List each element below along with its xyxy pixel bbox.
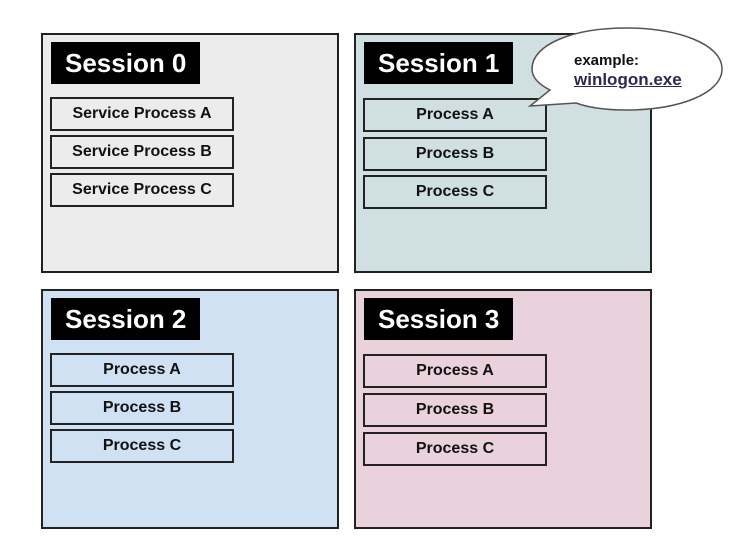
callout-example-label: example:: [574, 52, 640, 69]
session-0-process-c: Service Process C: [50, 173, 234, 207]
session-2-process-b: Process B: [50, 391, 234, 425]
session-0-process-a: Service Process A: [50, 97, 234, 131]
session-1-process-c: Process C: [363, 175, 547, 209]
callout-winlogon-link[interactable]: winlogon.exe: [574, 70, 682, 89]
session-1-process-a: Process A: [363, 98, 547, 132]
session-2-box: Session 2 Process A Process B Process C: [41, 289, 339, 529]
session-1-title: Session 1: [364, 42, 514, 84]
session-2-process-a: Process A: [50, 353, 234, 387]
session-3-process-b: Process B: [363, 393, 547, 427]
session-3-title: Session 3: [364, 298, 514, 340]
session-0-process-b: Service Process B: [50, 135, 234, 169]
session-2-title: Session 2: [51, 298, 201, 340]
speech-bubble-shape: [528, 27, 723, 111]
session-0-box: Session 0 Service Process A Service Proc…: [41, 33, 339, 273]
speech-bubble-callout: example: winlogon.exe: [528, 26, 724, 112]
session-2-process-c: Process C: [50, 429, 234, 463]
session-3-process-c: Process C: [363, 432, 547, 466]
session-1-process-b: Process B: [363, 137, 547, 171]
session-0-title: Session 0: [51, 42, 201, 84]
session-3-process-a: Process A: [363, 354, 547, 388]
session-3-box: Session 3 Process A Process B Process C: [354, 289, 652, 529]
